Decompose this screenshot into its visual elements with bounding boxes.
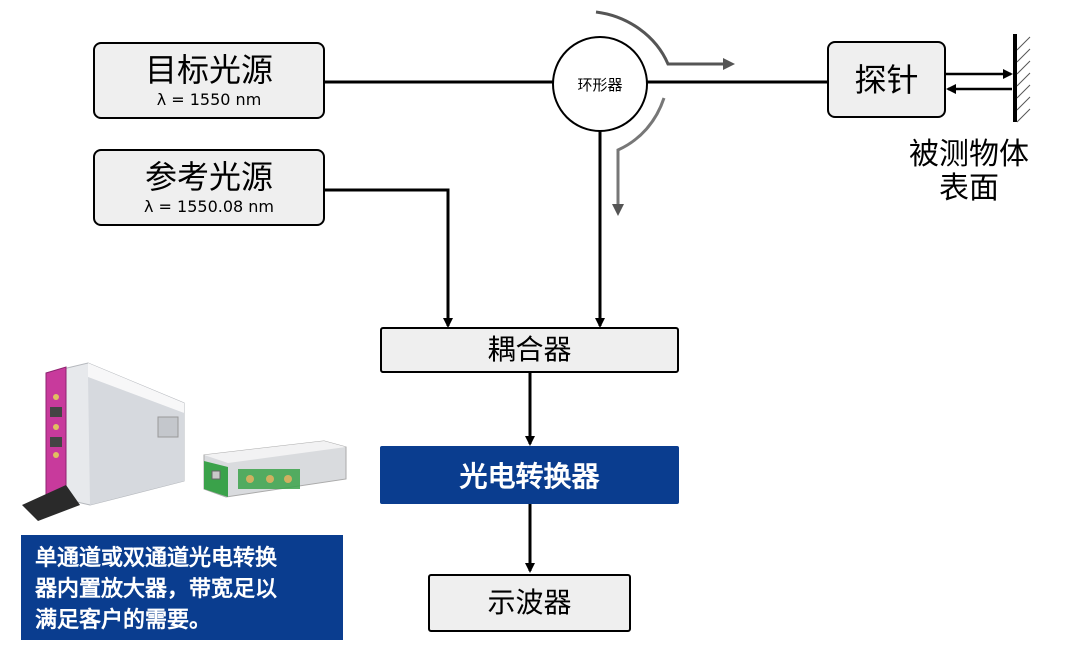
surface-label: 被测物体 表面 (904, 138, 1034, 206)
target-source-box: 目标光源 λ = 1550 nm (93, 42, 325, 119)
surface-hatching (1016, 36, 1031, 123)
oscilloscope-box: 示波器 (428, 574, 631, 632)
product-caption: 单通道或双通道光电转换 器内置放大器，带宽足以 满足客户的需要。 (21, 535, 343, 640)
caption-line2: 器内置放大器，带宽足以 (35, 577, 278, 602)
reference-source-wavelength: λ = 1550.08 nm (143, 196, 275, 216)
circulator-direction-arrow-bottom (612, 97, 666, 216)
target-source-title: 目标光源 (144, 50, 273, 89)
line-reference-to-coupler (324, 188, 453, 328)
photodetector-box: 光电转换器 (380, 446, 679, 504)
probe-box: 探针 (827, 41, 946, 118)
circulator-label: 环形器 (577, 76, 623, 94)
photodetector-label: 光电转换器 (459, 460, 600, 493)
caption-line3: 满足客户的需要。 (35, 608, 212, 633)
circulator-circle (552, 36, 648, 132)
surface-label-line2: 表面 (939, 171, 999, 206)
surface-label-line1: 被测物体 (909, 137, 1029, 172)
circulator-direction-arrow-top (595, 10, 735, 70)
probe-label: 探针 (854, 60, 919, 99)
target-source-wavelength: λ = 1550 nm (156, 89, 262, 109)
caption-line1: 单通道或双通道光电转换 (35, 546, 278, 571)
coupler-box: 耦合器 (380, 327, 679, 373)
coupler-label: 耦合器 (487, 333, 572, 366)
reference-source-box: 参考光源 λ = 1550.08 nm (93, 149, 325, 226)
pxie-module-image (22, 362, 185, 521)
oscilloscope-label: 示波器 (487, 586, 572, 619)
reference-source-title: 参考光源 (144, 157, 273, 196)
benchtop-detector-image (203, 440, 347, 498)
